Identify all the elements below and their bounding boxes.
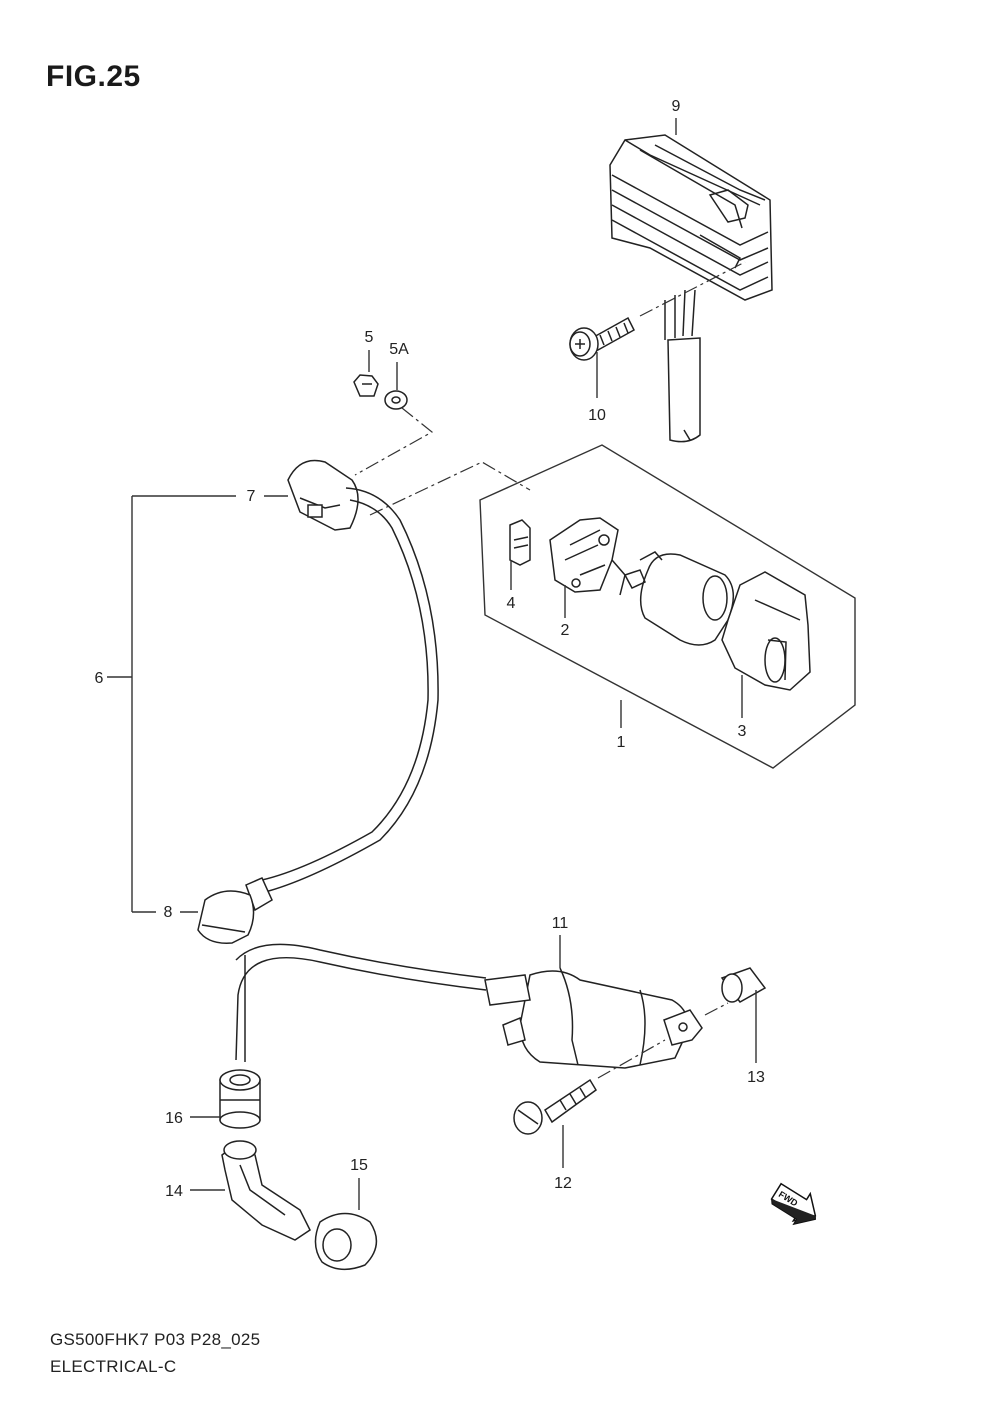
- lead-wire-outer: [264, 487, 439, 893]
- coil-bolt-part: [513, 1039, 666, 1135]
- callout-label-6: 6: [95, 670, 104, 687]
- switch-plate-part: [549, 517, 626, 596]
- key-lock-part: [721, 571, 811, 691]
- nut-part: [353, 374, 379, 397]
- lead-wire-inner: [261, 499, 429, 881]
- callout-label-13: 13: [747, 1069, 765, 1086]
- callout-label-8: 8: [164, 904, 173, 921]
- callout-label-12: 12: [554, 1175, 572, 1192]
- nut-alignment-line: [354, 407, 434, 476]
- callout-label-15: 15: [350, 1157, 368, 1174]
- spacer-collar-part: [720, 967, 767, 1003]
- regulator-rectifier-part: [609, 134, 773, 301]
- ignition-switch-assembly-box: [479, 444, 856, 769]
- callout-label-9: 9: [672, 98, 681, 115]
- forward-arrow-icon: FWD: [770, 1182, 817, 1226]
- lower-cap-part: [197, 877, 273, 944]
- callout-label-2: 2: [561, 622, 570, 639]
- switch-alignment-line: [369, 461, 531, 516]
- grommet-part: [219, 1069, 261, 1129]
- coil-lead-wire-inner: [235, 943, 487, 979]
- spacer-alignment-line: [704, 1002, 729, 1016]
- section-name: ELECTRICAL-C: [50, 1357, 177, 1376]
- washer-part: [384, 390, 408, 410]
- seal-cap-part: [314, 1212, 378, 1271]
- switch-clip-part: [509, 519, 531, 566]
- figure-title: FIG.25: [46, 60, 141, 93]
- callout-label-10: 10: [588, 407, 606, 424]
- ignition-coil-part: [484, 967, 703, 1069]
- callout-label-16: 16: [165, 1110, 183, 1127]
- regulator-wire-harness: [664, 289, 701, 443]
- callout-label-11: 11: [552, 915, 569, 932]
- callout-label-5: 5: [365, 329, 374, 346]
- callout-label-1: 1: [617, 734, 626, 751]
- callout-label-5a: 5A: [389, 341, 409, 358]
- plug-cap-part: [221, 1140, 311, 1241]
- callout-label-4: 4: [507, 595, 516, 612]
- coil-lead-wire-outer: [235, 956, 487, 1061]
- leader-lines: [107, 118, 757, 1210]
- callout-label-7: 7: [247, 488, 256, 505]
- upper-cap-part: [287, 459, 359, 531]
- ignition-cylinder-part: [623, 551, 734, 646]
- callout-label-14: 14: [165, 1183, 183, 1200]
- model-code: GS500FHK7 P03 P28_025: [50, 1330, 261, 1349]
- callout-label-3: 3: [738, 723, 747, 740]
- mounting-screw-part: [569, 261, 746, 361]
